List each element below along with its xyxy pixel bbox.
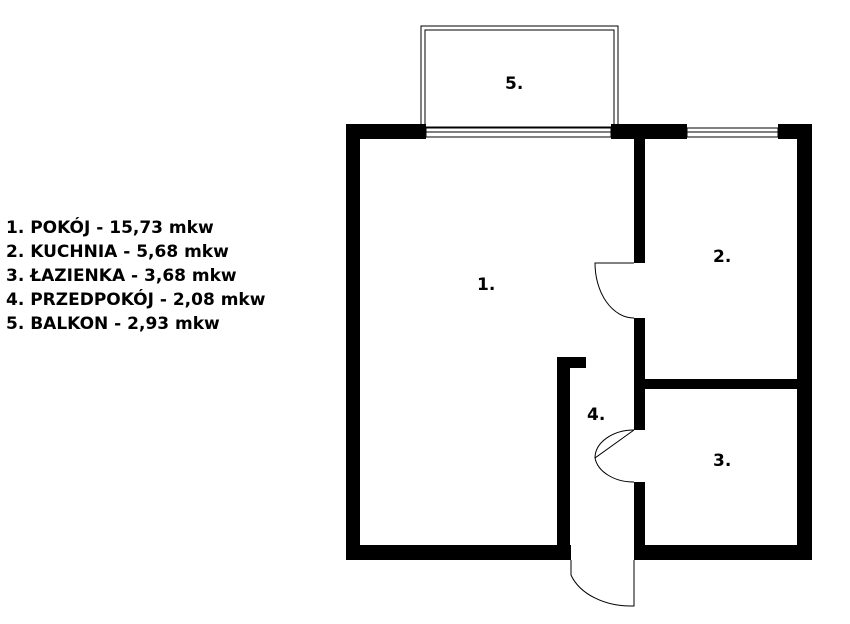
doors <box>570 262 635 607</box>
door-kitchen <box>594 262 635 319</box>
walls <box>346 124 812 560</box>
wall-top-left <box>346 124 426 139</box>
wall-right <box>797 124 812 560</box>
room-label-kuchnia: 2. <box>713 247 731 267</box>
wall-interior-middle <box>634 318 645 430</box>
door-bathroom <box>594 429 635 483</box>
wall-kitchen-bathroom <box>634 379 812 389</box>
wall-interior-lower <box>634 482 645 560</box>
balcony-outline-inner <box>424 29 615 128</box>
legend-item-balkon: 5. BALKON - 2,93 mkw <box>6 314 220 334</box>
room-label-przedpokoj: 4. <box>587 405 605 425</box>
legend-item-pokoj: 1. POKÓJ - 15,73 mkw <box>6 218 214 238</box>
wall-left <box>346 124 360 560</box>
wall-interior-upper <box>634 124 645 263</box>
windows <box>425 127 779 138</box>
wall-hallway-stub <box>557 357 586 368</box>
legend-item-kuchnia: 2. KUCHNIA - 5,68 mkw <box>6 242 229 262</box>
legend-item-lazienka: 3. ŁAZIENKA - 3,68 mkw <box>6 266 237 286</box>
balcony <box>420 25 619 128</box>
room-label-balkon: 5. <box>505 74 523 94</box>
wall-bottom-left <box>346 545 571 560</box>
wall-hallway-partition <box>557 357 570 560</box>
area-legend: 1. POKÓJ - 15,73 mkw 2. KUCHNIA - 5,68 m… <box>6 216 265 336</box>
room-label-lazienka: 3. <box>713 451 731 471</box>
wall-bottom-right <box>634 545 812 560</box>
door-entrance <box>570 560 635 607</box>
wall-top-middle <box>611 124 687 139</box>
room-labels: 1. 2. 3. 4. 5. <box>477 74 731 471</box>
room-label-pokoj: 1. <box>477 275 495 295</box>
legend-item-przedpokoj: 4. PRZEDPOKÓJ - 2,08 mkw <box>6 290 266 310</box>
